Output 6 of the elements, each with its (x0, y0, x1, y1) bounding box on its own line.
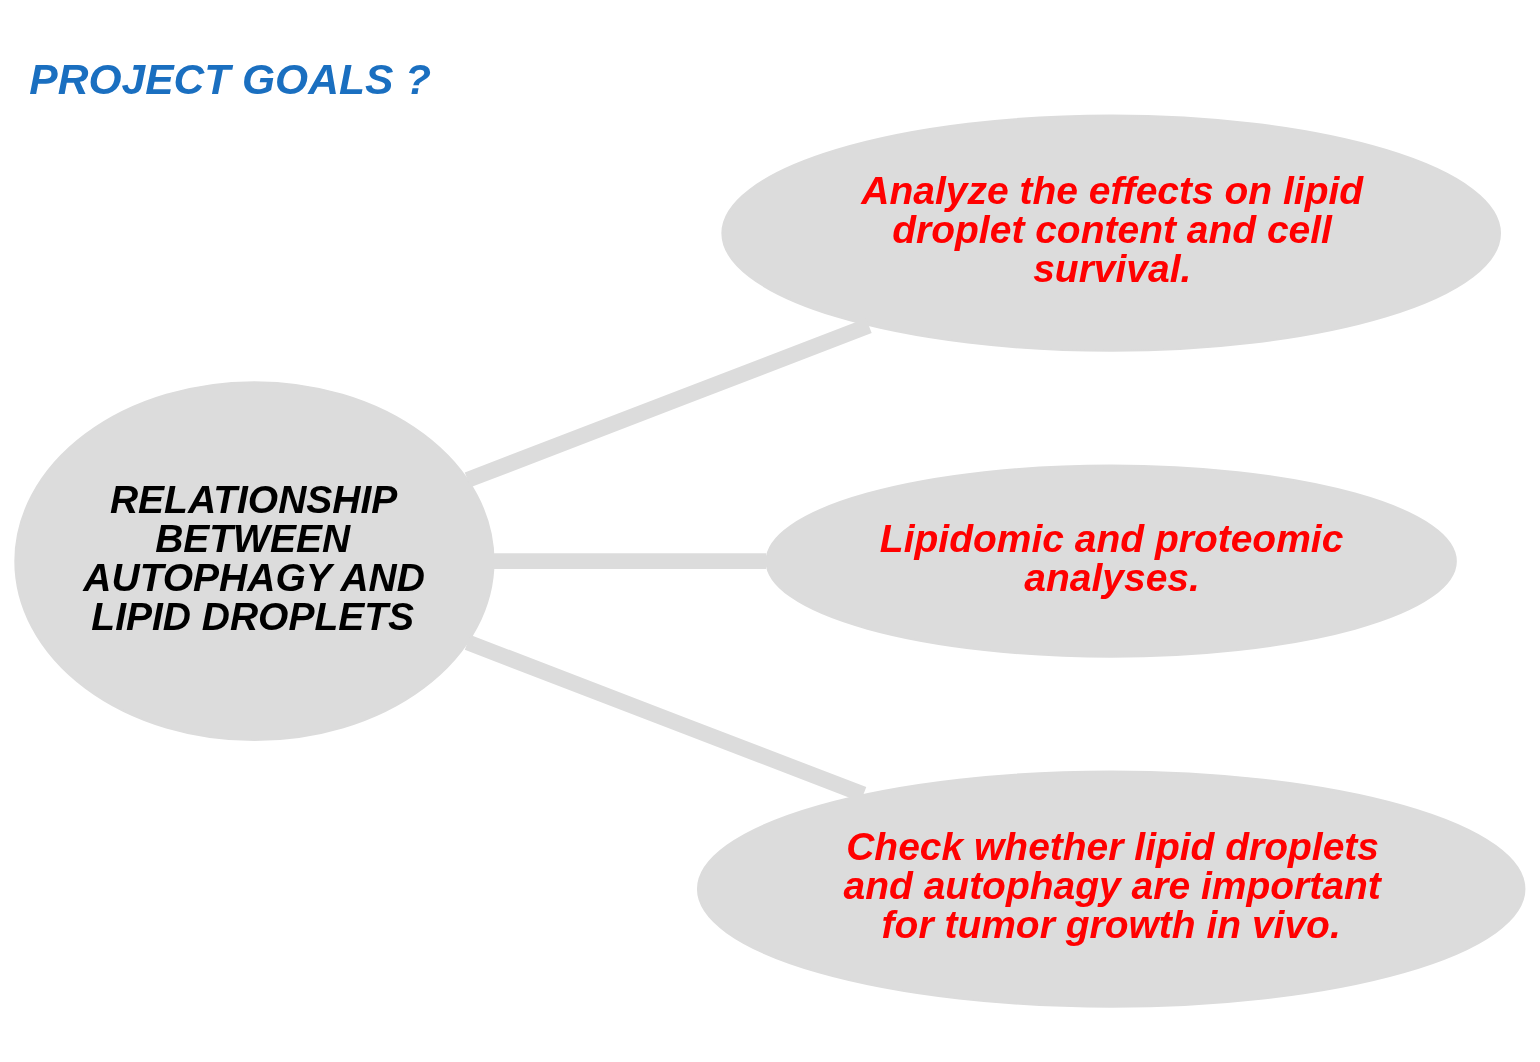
node-ellipse: RELATIONSHIP BETWEEN AUTOPHAGY AND LIPID DROPLETS (14, 381, 495, 742)
diagram-title: PROJECT GOALS ? (29, 55, 432, 104)
node-ellipse: Lipidomic and proteomic analyses. (765, 464, 1457, 658)
connector (493, 553, 767, 570)
node-ellipse: Check whether lipid droplets and autophagy are important for tumor growth in vivo. (696, 770, 1526, 1008)
node-ellipse: Analyze the effects on lipid droplet content and cell survival. (721, 114, 1501, 352)
